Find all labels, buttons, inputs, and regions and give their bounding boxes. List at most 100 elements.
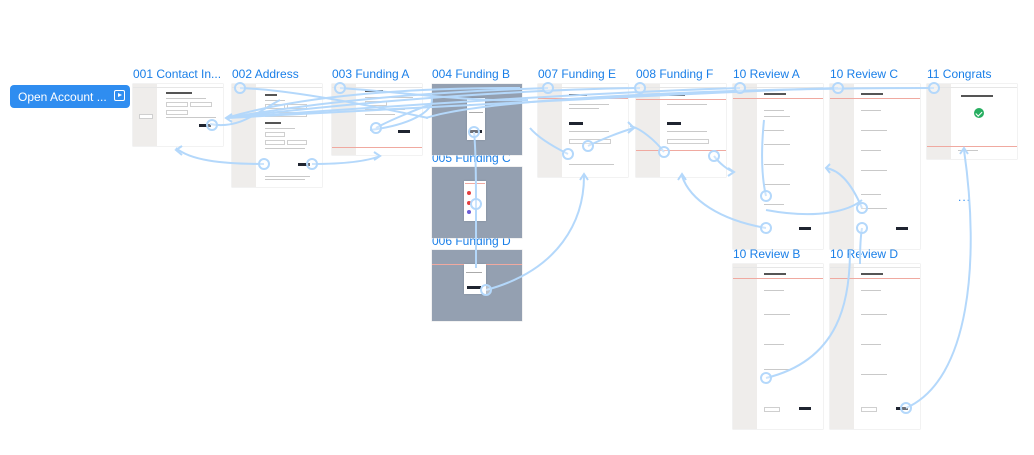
link-arrowhead bbox=[677, 172, 687, 181]
board-title-003[interactable]: 003 Funding A bbox=[332, 67, 410, 81]
board-divider bbox=[636, 150, 726, 151]
board-heading bbox=[166, 92, 192, 94]
link-path bbox=[425, 87, 935, 119]
board-text bbox=[667, 131, 707, 132]
board-title-10a[interactable]: 10 Review A bbox=[733, 67, 800, 81]
board-divider bbox=[332, 147, 422, 148]
link-arrowhead bbox=[824, 163, 831, 174]
board-header bbox=[830, 264, 920, 268]
board-heading bbox=[764, 93, 786, 95]
link-hotspot bbox=[206, 119, 218, 131]
board-button bbox=[667, 122, 681, 125]
board-button bbox=[799, 407, 811, 410]
board-heading bbox=[265, 94, 277, 96]
link-arrowhead bbox=[727, 167, 736, 177]
board-sidebar bbox=[830, 84, 854, 249]
board-radio bbox=[467, 201, 471, 205]
board-text bbox=[861, 110, 881, 111]
link-hotspot bbox=[658, 146, 670, 158]
board-sidebar bbox=[830, 264, 854, 429]
board-10-review-a[interactable] bbox=[733, 84, 823, 249]
board-text bbox=[764, 204, 784, 205]
board-text bbox=[466, 272, 482, 273]
link-hotspot bbox=[832, 82, 844, 94]
more-indicator: ... bbox=[958, 190, 972, 204]
link-path bbox=[761, 119, 767, 197]
link-hotspot bbox=[856, 202, 868, 214]
link-arrowhead bbox=[373, 151, 382, 161]
board-text bbox=[861, 150, 881, 151]
board-title-002[interactable]: 002 Address bbox=[232, 67, 299, 81]
board-field bbox=[764, 407, 780, 412]
board-text bbox=[265, 100, 285, 101]
board-field bbox=[166, 110, 188, 115]
board-text bbox=[764, 144, 790, 145]
flow-start-button[interactable]: Open Account ... bbox=[10, 85, 130, 108]
board-title-008[interactable]: 008 Funding F bbox=[636, 67, 714, 81]
board-title-004[interactable]: 004 Funding B bbox=[432, 67, 511, 81]
board-text bbox=[861, 194, 881, 195]
link-path bbox=[209, 99, 281, 127]
board-divider bbox=[733, 278, 823, 279]
board-button bbox=[470, 130, 482, 133]
board-title-11[interactable]: 11 Congrats bbox=[927, 67, 992, 81]
link-path bbox=[225, 87, 641, 119]
board-001-contact-info[interactable] bbox=[133, 84, 223, 146]
board-11-congrats[interactable] bbox=[927, 84, 1017, 159]
board-title-007[interactable]: 007 Funding E bbox=[538, 67, 617, 81]
board-header bbox=[232, 84, 322, 88]
link-hotspot bbox=[708, 150, 720, 162]
board-text bbox=[861, 130, 887, 131]
board-divider bbox=[830, 278, 920, 279]
link-hotspot bbox=[928, 82, 940, 94]
board-field bbox=[265, 132, 285, 137]
link-path bbox=[339, 87, 529, 102]
board-button bbox=[298, 163, 310, 166]
board-button bbox=[467, 286, 481, 289]
board-field bbox=[139, 114, 153, 119]
board-text bbox=[764, 314, 790, 315]
link-path bbox=[485, 175, 585, 291]
board-text bbox=[166, 117, 216, 118]
board-divider bbox=[636, 99, 726, 100]
board-field bbox=[861, 407, 877, 412]
board-button bbox=[799, 227, 811, 230]
board-field bbox=[667, 139, 709, 144]
board-text bbox=[469, 112, 483, 113]
board-text bbox=[764, 344, 784, 345]
play-icon bbox=[114, 90, 125, 101]
link-hotspot bbox=[470, 198, 482, 210]
link-hotspot bbox=[734, 82, 746, 94]
board-title-001[interactable]: 001 Contact In... bbox=[133, 67, 222, 81]
link-path bbox=[905, 149, 972, 409]
board-text bbox=[764, 110, 784, 111]
board-text bbox=[265, 148, 305, 149]
board-button bbox=[569, 122, 583, 125]
board-text bbox=[365, 114, 395, 115]
link-hotspot bbox=[258, 158, 270, 170]
link-hotspot bbox=[760, 222, 772, 234]
board-field bbox=[287, 140, 307, 145]
link-path bbox=[765, 249, 851, 379]
board-10-review-d[interactable] bbox=[830, 264, 920, 429]
board-text bbox=[667, 104, 707, 105]
board-text bbox=[764, 369, 790, 370]
board-text bbox=[861, 170, 887, 171]
board-008-funding-f[interactable] bbox=[636, 84, 726, 177]
board-10-review-b[interactable] bbox=[733, 264, 823, 429]
board-button bbox=[896, 227, 908, 230]
link-path bbox=[765, 199, 863, 216]
board-text bbox=[569, 164, 614, 165]
board-radio bbox=[467, 210, 471, 214]
board-header bbox=[636, 84, 726, 88]
board-title-10c[interactable]: 10 Review C bbox=[830, 67, 899, 81]
board-text bbox=[861, 344, 881, 345]
board-title-10d[interactable]: 10 Review D bbox=[830, 247, 899, 261]
board-text bbox=[861, 208, 887, 209]
board-title-10b[interactable]: 10 Review B bbox=[733, 247, 801, 261]
link-hotspot bbox=[900, 402, 912, 414]
board-text bbox=[764, 184, 790, 185]
link-hotspot bbox=[634, 82, 646, 94]
board-10-review-c[interactable] bbox=[830, 84, 920, 249]
